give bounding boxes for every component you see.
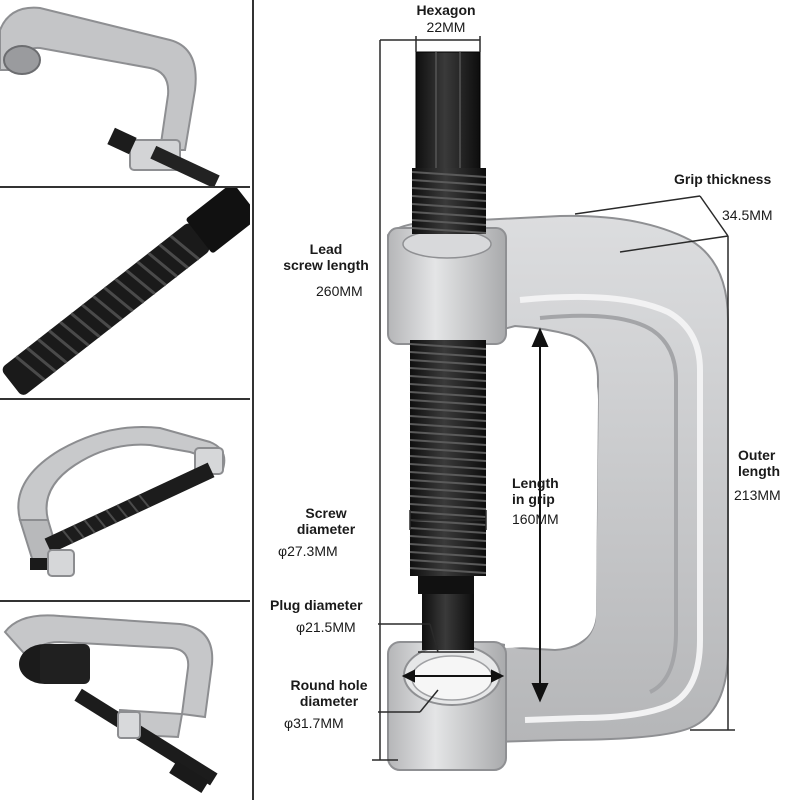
outer-length-label-line2: length: [738, 463, 780, 479]
thread-line: [409, 471, 487, 478]
thread-line: [409, 383, 487, 390]
screw-diameter-value: φ27.3MM: [278, 543, 338, 559]
thread-line: [409, 559, 487, 566]
thread-line: [411, 179, 487, 186]
thread-line: [409, 463, 487, 470]
thread-line: [409, 415, 487, 422]
plug-diameter-value: φ21.5MM: [296, 619, 356, 635]
thumbnail-clamp-with-adapter: [0, 602, 250, 800]
thread-line: [411, 195, 487, 202]
thread-line: [409, 351, 487, 358]
thread-line: [409, 439, 487, 446]
outer-length-label-line1: Outer: [738, 447, 776, 463]
thread-line: [409, 519, 487, 526]
thread-line: [409, 399, 487, 406]
thread-line: [411, 227, 487, 234]
length-in-grip-value: 160MM: [512, 511, 559, 527]
length-in-grip-label-line1: Length: [512, 475, 559, 491]
thread-line: [409, 567, 487, 574]
thread-line: [409, 527, 487, 534]
grip-thickness-value: 34.5MM: [722, 207, 773, 223]
thread-line: [409, 535, 487, 542]
thread-line: [409, 343, 487, 350]
thread-line: [409, 391, 487, 398]
grip-thickness-label: Grip thickness: [674, 171, 772, 187]
thread-line: [411, 203, 487, 210]
thumbnail-lead-screw: [0, 188, 250, 400]
thread-line: [409, 359, 487, 366]
thread-line: [409, 447, 487, 454]
lead-screw-label-line2: screw length: [283, 257, 369, 273]
thread-line: [409, 551, 487, 558]
lead-screw-value: 260MM: [316, 283, 363, 299]
thread-line: [409, 479, 487, 486]
thread-line: [409, 375, 487, 382]
length-in-grip-label-line2: in grip: [512, 491, 555, 507]
thread-line: [411, 211, 487, 218]
thread-line: [411, 171, 487, 178]
hexagon-value: 22MM: [426, 19, 466, 35]
dimension-lines: [372, 36, 735, 761]
thumbnail-column: [0, 0, 254, 800]
thread-line: [409, 367, 487, 374]
round-hole-label-line1: Round hole: [290, 677, 368, 693]
thread-line: [411, 187, 487, 194]
thread-line: [409, 423, 487, 430]
thumbnail-clamp-corner: [0, 0, 250, 188]
thread-line: [409, 431, 487, 438]
round-hole-label-line2: diameter: [299, 693, 359, 709]
outer-length-value: 213MM: [734, 487, 781, 503]
thread-line: [409, 543, 487, 550]
thread-line: [409, 455, 487, 462]
screw-diameter-label-line2: diameter: [296, 521, 356, 537]
screw-diameter-label-line1: Screw: [305, 505, 347, 521]
thread-line: [409, 495, 487, 502]
thread-line: [409, 511, 487, 518]
round-hole-value: φ31.7MM: [284, 715, 344, 731]
thread-line: [409, 487, 487, 494]
hexagon-label: Hexagon: [416, 2, 476, 18]
thumbnail-assembled-clamp: [0, 400, 250, 602]
thread-line: [409, 407, 487, 414]
lead-screw-label-line1: Lead: [309, 241, 343, 257]
thread-line: [409, 503, 487, 510]
plug-diameter-label: Plug diameter: [270, 597, 363, 613]
thread-line: [411, 219, 487, 226]
length-in-grip-arrow: [531, 327, 549, 703]
